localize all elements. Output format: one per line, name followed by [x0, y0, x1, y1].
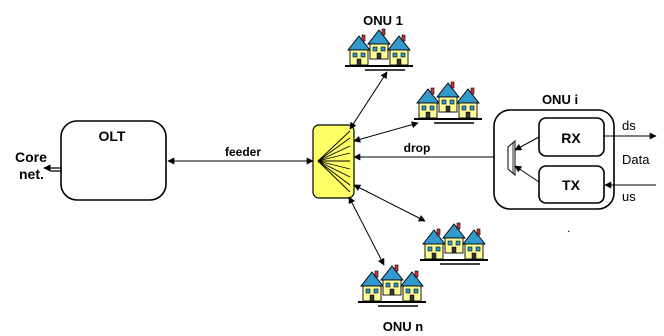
onu-1-label: ONU 1 [363, 13, 403, 28]
rx-label: RX [561, 130, 581, 146]
olt-label: OLT [99, 128, 126, 144]
link-onu-3 [353, 184, 426, 222]
passive-splitter-icon [312, 124, 355, 199]
drop-label: drop [404, 141, 431, 155]
house-group-icon [414, 82, 482, 123]
onu-i-label: ONU i [542, 92, 578, 107]
onu-n-label: ONU n [383, 319, 424, 334]
olt-box [60, 120, 167, 201]
tx-box [538, 165, 605, 204]
us-label: us [622, 189, 636, 204]
ds-label: ds [622, 118, 636, 133]
rx-box [538, 117, 605, 157]
tx-label: TX [562, 177, 581, 193]
house-group-icon [358, 265, 426, 306]
link-onu-1 [349, 71, 388, 130]
link-onu-2 [353, 121, 419, 143]
diplexer-to-rx [514, 136, 540, 151]
house-group-icon [420, 223, 488, 264]
diplexer-icon [507, 139, 516, 177]
feeder-label: feeder [225, 145, 261, 159]
tx-to-diplexer [514, 165, 540, 183]
data-label: Data [622, 152, 650, 167]
core-net-label-line1: Core [15, 149, 47, 165]
core-net-label-line2: net. [19, 166, 44, 182]
distribution-links [348, 71, 507, 266]
link-onu-n [348, 196, 385, 266]
house-group-icon [345, 29, 413, 70]
stray-dot: . [567, 221, 570, 235]
